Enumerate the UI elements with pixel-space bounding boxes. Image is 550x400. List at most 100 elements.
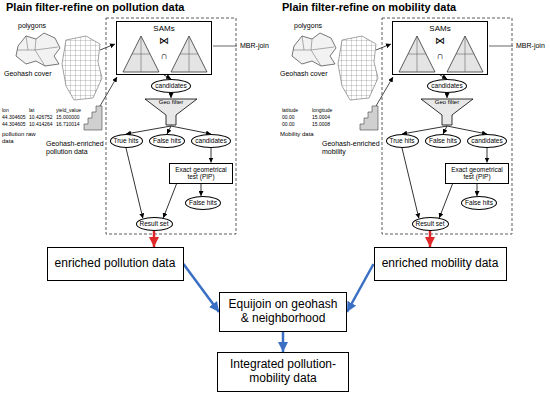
- node-text: Equijoin on geohash & neighborhood: [227, 298, 339, 326]
- polygon-borders: [293, 36, 334, 66]
- node-text: SAMs: [117, 24, 211, 33]
- geohash-grid: [62, 36, 102, 100]
- connector-arrow: [282, 332, 285, 352]
- grid-to-sams-line: [376, 44, 391, 50]
- table-cell: 16.710014: [56, 122, 80, 128]
- true-hits-ellipse: True hits: [386, 134, 419, 148]
- exact-test-box: Exact geometrical test (PIP): [445, 163, 509, 184]
- table-cell: 15.000000: [56, 115, 80, 121]
- node-text: candidates: [155, 82, 186, 89]
- connector-arrow: [184, 264, 220, 312]
- table-cell: 10.414264: [29, 122, 53, 128]
- result-set-ellipse: Result set: [412, 217, 449, 231]
- candidates-ellipse: candidates: [191, 134, 231, 148]
- connector-arrow: [201, 184, 202, 197]
- polygons-map: [292, 33, 336, 66]
- image-label: Geohash cover: [4, 70, 51, 78]
- node-text: SAMs: [393, 24, 487, 33]
- join-label: MBR-join: [516, 42, 545, 50]
- connector-arrow: [347, 264, 374, 312]
- true-hits-ellipse: True hits: [110, 134, 143, 148]
- geo-filter-funnel: Geo filter: [144, 98, 198, 126]
- candidates-ellipse: candidates: [427, 79, 467, 93]
- connector-arrow: [487, 148, 488, 163]
- enriched-data-stack: [84, 106, 102, 130]
- connector-arrow: [167, 126, 171, 134]
- table-cell: lat: [29, 108, 34, 114]
- table-cell: 15.0004: [312, 115, 330, 121]
- connector-arrow: [447, 93, 448, 98]
- connector-arrow: [447, 126, 487, 134]
- polygon-borders: [17, 36, 58, 66]
- node-text: False hits: [153, 137, 181, 144]
- sam-index-box: SAMs ⋈ ∩: [392, 21, 488, 75]
- false-hits-ellipse: False hits: [425, 134, 461, 148]
- join-label: MBR-join: [240, 42, 269, 50]
- table-cell: 10.426752: [29, 115, 53, 121]
- panel-heading: Plain filter-refine on pollution data: [6, 1, 184, 14]
- node-text: False hits: [465, 199, 493, 206]
- geohash-grid: [338, 36, 378, 100]
- node-text: enriched pollution data: [55, 257, 176, 271]
- connector-arrow: [171, 93, 172, 98]
- candidates-ellipse: candidates: [467, 134, 507, 148]
- table-cell: 44.304605: [2, 115, 26, 121]
- filter-refine-frame: [106, 18, 236, 234]
- node-text: candidates: [431, 82, 462, 89]
- connector-arrow: [171, 126, 211, 134]
- image-label: polygons: [18, 22, 46, 30]
- table-cell: 00.00: [282, 115, 295, 121]
- panel-heading: Plain filter-refine on mobility data: [282, 1, 456, 14]
- connector-arrow: [126, 148, 143, 218]
- node-text: enriched mobility data: [382, 257, 499, 271]
- node-text: ⋈: [393, 35, 487, 47]
- mbr-join-leader: [213, 46, 237, 47]
- node-text: Result set: [416, 220, 445, 227]
- image-label: polygons: [294, 22, 322, 30]
- node-text: ∩: [117, 50, 211, 62]
- enriched-data-stack: [360, 106, 378, 130]
- connector-arrow: [439, 184, 452, 218]
- stack-to-sams-line: [100, 77, 117, 106]
- image-label: Geohash cover: [280, 70, 327, 78]
- table-cell: 00.00: [282, 122, 295, 128]
- node-text: Geo filter: [420, 99, 474, 106]
- table-cell: lon: [2, 108, 9, 114]
- connector-arrow: [211, 148, 212, 163]
- table-cell: yield_value: [56, 108, 81, 114]
- geo-filter-funnel: Geo filter: [420, 98, 474, 126]
- sam-index-box: SAMs⋈∩: [116, 21, 212, 75]
- table-cell: 44.304605: [2, 122, 26, 128]
- node-text: False hits: [429, 137, 457, 144]
- node-text: Geo filter: [144, 99, 198, 106]
- node-text: Exact geometrical test (PIP): [173, 166, 229, 181]
- grid-to-sams-line: [100, 44, 115, 50]
- connector-arrow: [402, 148, 419, 218]
- table-cell: latitude: [282, 108, 298, 114]
- table-cell: longitude: [312, 108, 332, 114]
- connector-arrow: [429, 231, 432, 247]
- false-hits-ellipse: False hits: [461, 196, 497, 210]
- node-text: ∩: [393, 50, 487, 62]
- node-text: Integrated pollution-mobility data: [225, 358, 341, 386]
- filter-refine-frame: [382, 18, 512, 234]
- right-panel-art: [292, 18, 513, 234]
- enriched-data-box: enriched mobility data: [374, 247, 507, 281]
- false-hits-ellipse: False hits: [185, 196, 221, 210]
- connector-arrow: [443, 126, 447, 134]
- enriched-data-box: enriched pollution data: [47, 247, 184, 281]
- connector-arrow: [163, 184, 176, 218]
- node-text: True hits: [113, 137, 138, 144]
- connector-arrow: [402, 126, 447, 134]
- connector-arrow: [126, 126, 171, 134]
- funnel-outline: [145, 99, 197, 125]
- stack-to-sams-line: [376, 77, 393, 106]
- data-label: pollution raw data: [2, 131, 46, 145]
- data-label: Geohash-enriched mobility: [322, 140, 380, 156]
- connector-arrow: [477, 184, 478, 197]
- equijoin-box: Equijoin on geohash & neighborhood: [219, 292, 347, 332]
- data-label: Mobility data: [280, 131, 314, 138]
- left-panel-art: [16, 18, 237, 234]
- exact-test-box: Exact geometrical test (PIP): [169, 163, 233, 184]
- node-text: candidates: [195, 137, 226, 144]
